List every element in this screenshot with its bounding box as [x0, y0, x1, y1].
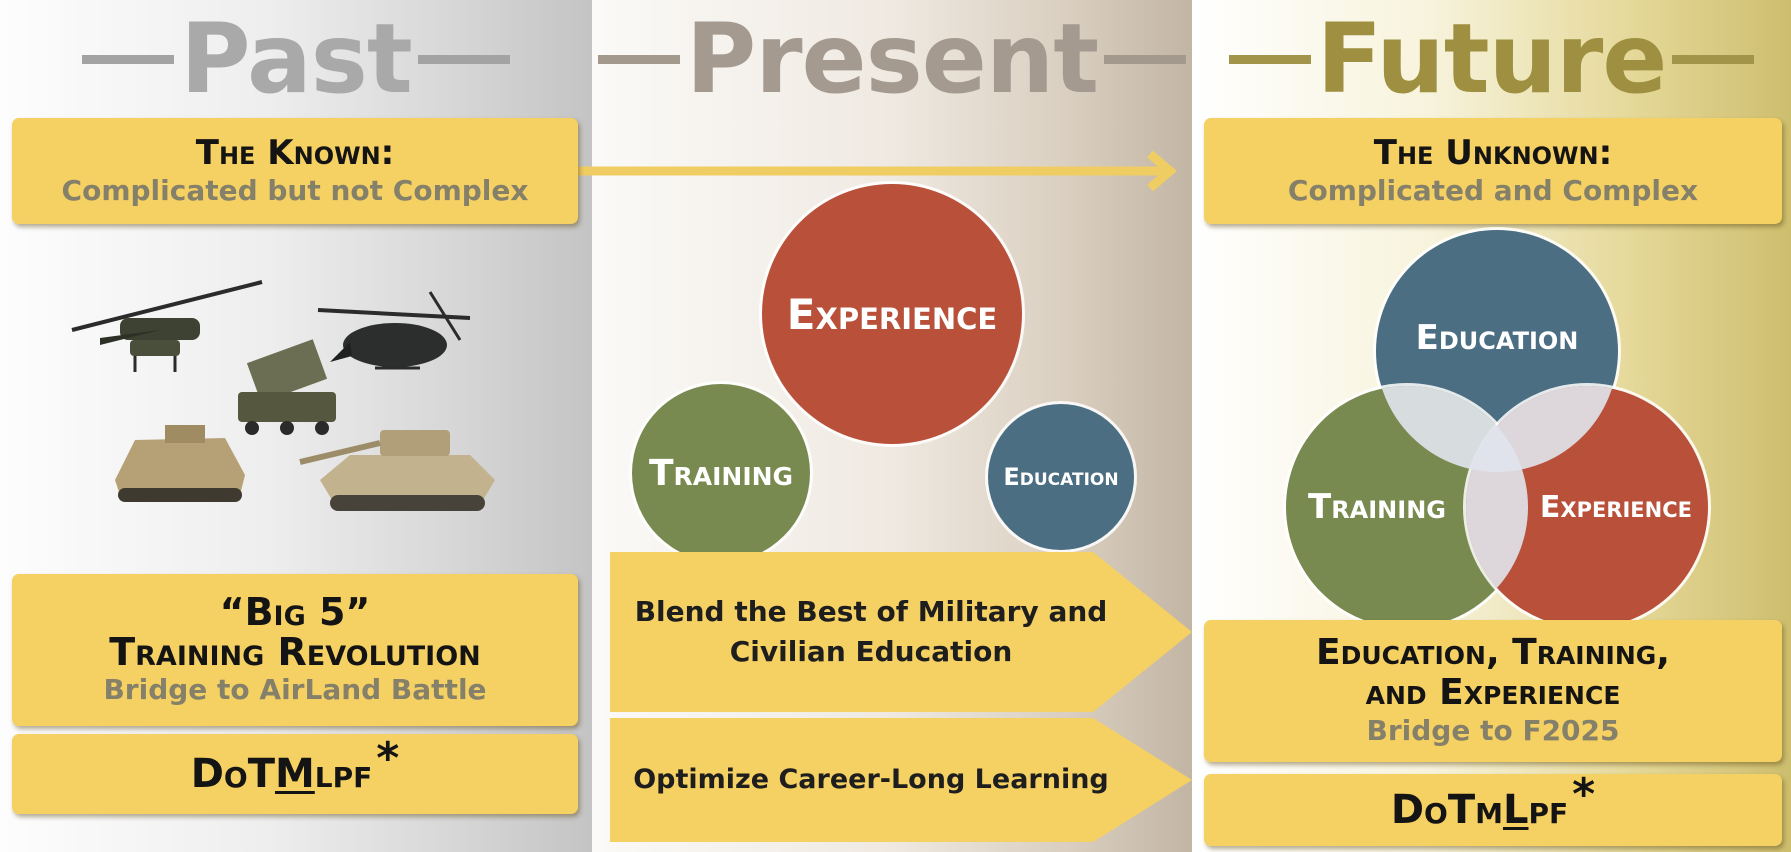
- present-experience-label: Experience: [786, 289, 998, 339]
- future-dotm-prefix: DoTm: [1390, 787, 1503, 833]
- future-experience-circle: Experience: [1466, 386, 1708, 628]
- ete-subtitle: Bridge to F2025: [1366, 714, 1620, 747]
- present-training-label: Training: [648, 452, 794, 494]
- blend-arrow: Blend the Best of Military and Civilian …: [610, 552, 1192, 712]
- header-dash: [1228, 54, 1311, 64]
- big5-title: “Big 5”: [219, 590, 371, 634]
- blend-arrow-text: Blend the Best of Military and Civilian …: [634, 595, 1108, 668]
- future-training-label: Training: [1308, 487, 1446, 527]
- unknown-subtitle: Complicated and Complex: [1287, 174, 1699, 207]
- present-experience-circle: Experience: [762, 184, 1022, 444]
- header-dash: [1672, 54, 1755, 64]
- unknown-box: The Unknown: Complicated and Complex: [1204, 118, 1782, 224]
- future-dotm-mark: *: [1572, 768, 1596, 820]
- known-title: The Known:: [195, 133, 395, 173]
- unknown-title: The Unknown:: [1373, 133, 1613, 173]
- past-title: Past: [180, 3, 413, 115]
- past-dotm-prefix: DoT: [190, 751, 275, 797]
- future-dotm-emph: L: [1502, 787, 1529, 833]
- header-dash: [598, 54, 680, 64]
- big5-line2: Training Revolution: [109, 630, 481, 674]
- future-dotmlpf-box: DoTm L pf *: [1204, 769, 1782, 846]
- past-dotm-emph: M: [274, 751, 315, 797]
- future-experience-label: Experience: [1539, 489, 1692, 525]
- header-dash: [1104, 54, 1186, 64]
- big5-box: “Big 5” Training Revolution Bridge to Ai…: [12, 574, 578, 726]
- future-dotm-suffix: pf: [1528, 787, 1569, 833]
- known-box: The Known: Complicated but not Complex: [12, 118, 578, 224]
- known-subtitle: Complicated but not Complex: [61, 174, 529, 207]
- present-header: Present: [592, 0, 1192, 118]
- ete-line1: Education, Training,: [1316, 632, 1670, 673]
- past-header: Past: [0, 0, 592, 118]
- ete-line2: and Experience: [1365, 672, 1621, 713]
- past-dotmlpf-box: DoT M lpf *: [12, 732, 578, 814]
- optimize-arrow-text: Optimize Career-Long Learning: [633, 764, 1109, 795]
- present-education-label: Education: [1003, 463, 1119, 491]
- past-dotm-mark: *: [376, 732, 400, 784]
- future-education-label: Education: [1415, 318, 1579, 358]
- present-training-circle: Training: [632, 384, 810, 562]
- header-dash: [417, 54, 510, 64]
- future-header: Future: [1192, 0, 1791, 118]
- past-dotm-suffix: lpf: [314, 751, 373, 797]
- big5-subtitle: Bridge to AirLand Battle: [103, 673, 487, 706]
- optimize-arrow: Optimize Career-Long Learning: [610, 718, 1192, 842]
- future-title: Future: [1316, 3, 1668, 115]
- header-dash: [82, 54, 175, 64]
- ete-box: Education, Training, and Experience Brid…: [1204, 620, 1782, 762]
- present-education-circle: Education: [988, 404, 1134, 550]
- present-title: Present: [685, 3, 1099, 115]
